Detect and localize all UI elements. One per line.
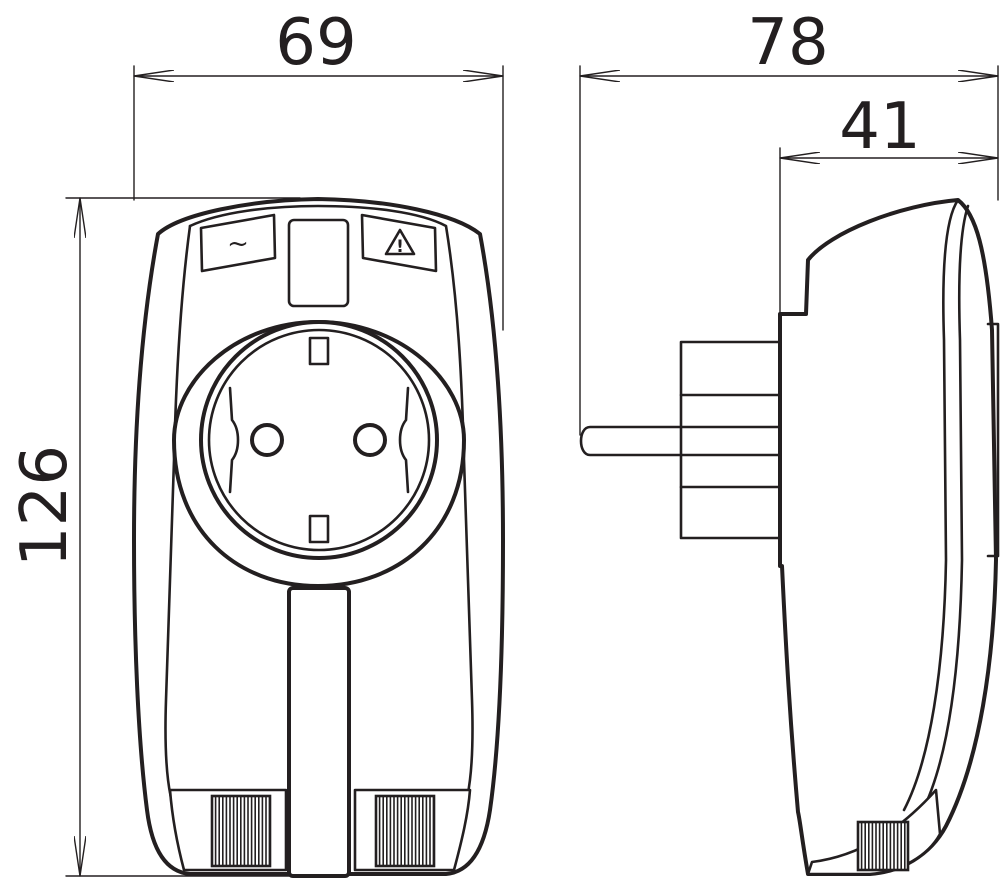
earth-clip-bottom [308,514,330,544]
dimension-width-69: 69 [133,6,504,331]
indicator-window-fault [360,213,438,273]
front-inner-contour [188,204,474,820]
fault-indicator-symbol: ! [396,237,404,257]
socket-hole-right [353,423,387,457]
side-housing-outline [778,198,998,876]
side-coax-connector [856,820,910,872]
cable-channel [287,586,351,878]
earth-clip-top [308,336,330,366]
side-front-edge-inner [920,204,970,814]
front-inner-contour-left [164,224,192,820]
dimension-depth-78: 78 [579,6,999,436]
socket-cavity-right [398,386,410,494]
dimension-label-126: 126 [8,445,82,567]
socket-cavity [228,386,240,494]
socket-ring-outer [199,320,439,560]
socket-hole-left [250,423,284,457]
dimension-label-41: 41 [839,90,920,164]
coax-connector-left [210,794,272,868]
plug-base [679,340,782,540]
dimension-depth-41: 41 [779,90,999,313]
power-indicator-symbol: ~ [227,229,249,259]
socket-ring-inner [207,328,431,552]
side-view [579,198,1000,876]
coax-connector-right [374,794,436,868]
dimension-height-126: 126 [8,197,301,877]
plug-pin [579,425,685,457]
dimension-label-69: 69 [275,6,356,80]
indicator-window-power [199,213,277,273]
side-front-edge [902,198,960,812]
warning-triangle-icon [384,228,416,256]
side-panel-recess [986,322,1000,558]
front-view: ~ ! [132,197,505,878]
status-lamp-window [287,218,350,308]
dimension-label-78: 78 [747,6,828,80]
